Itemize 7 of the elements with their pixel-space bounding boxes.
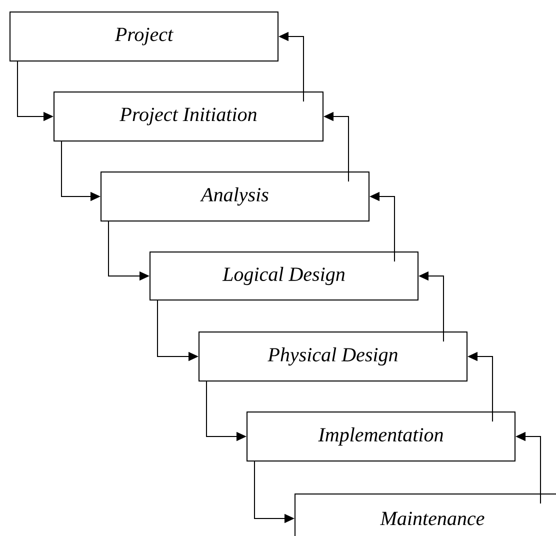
process-box: Maintenance [294,494,556,536]
process-box: Physical Design [198,332,468,382]
process-box: Project [10,12,278,62]
process-box: Project Initiation [54,92,324,142]
process-box: Analysis [100,172,370,222]
process-box: Logical Design [150,252,418,300]
process-box: Implementation [246,412,516,462]
